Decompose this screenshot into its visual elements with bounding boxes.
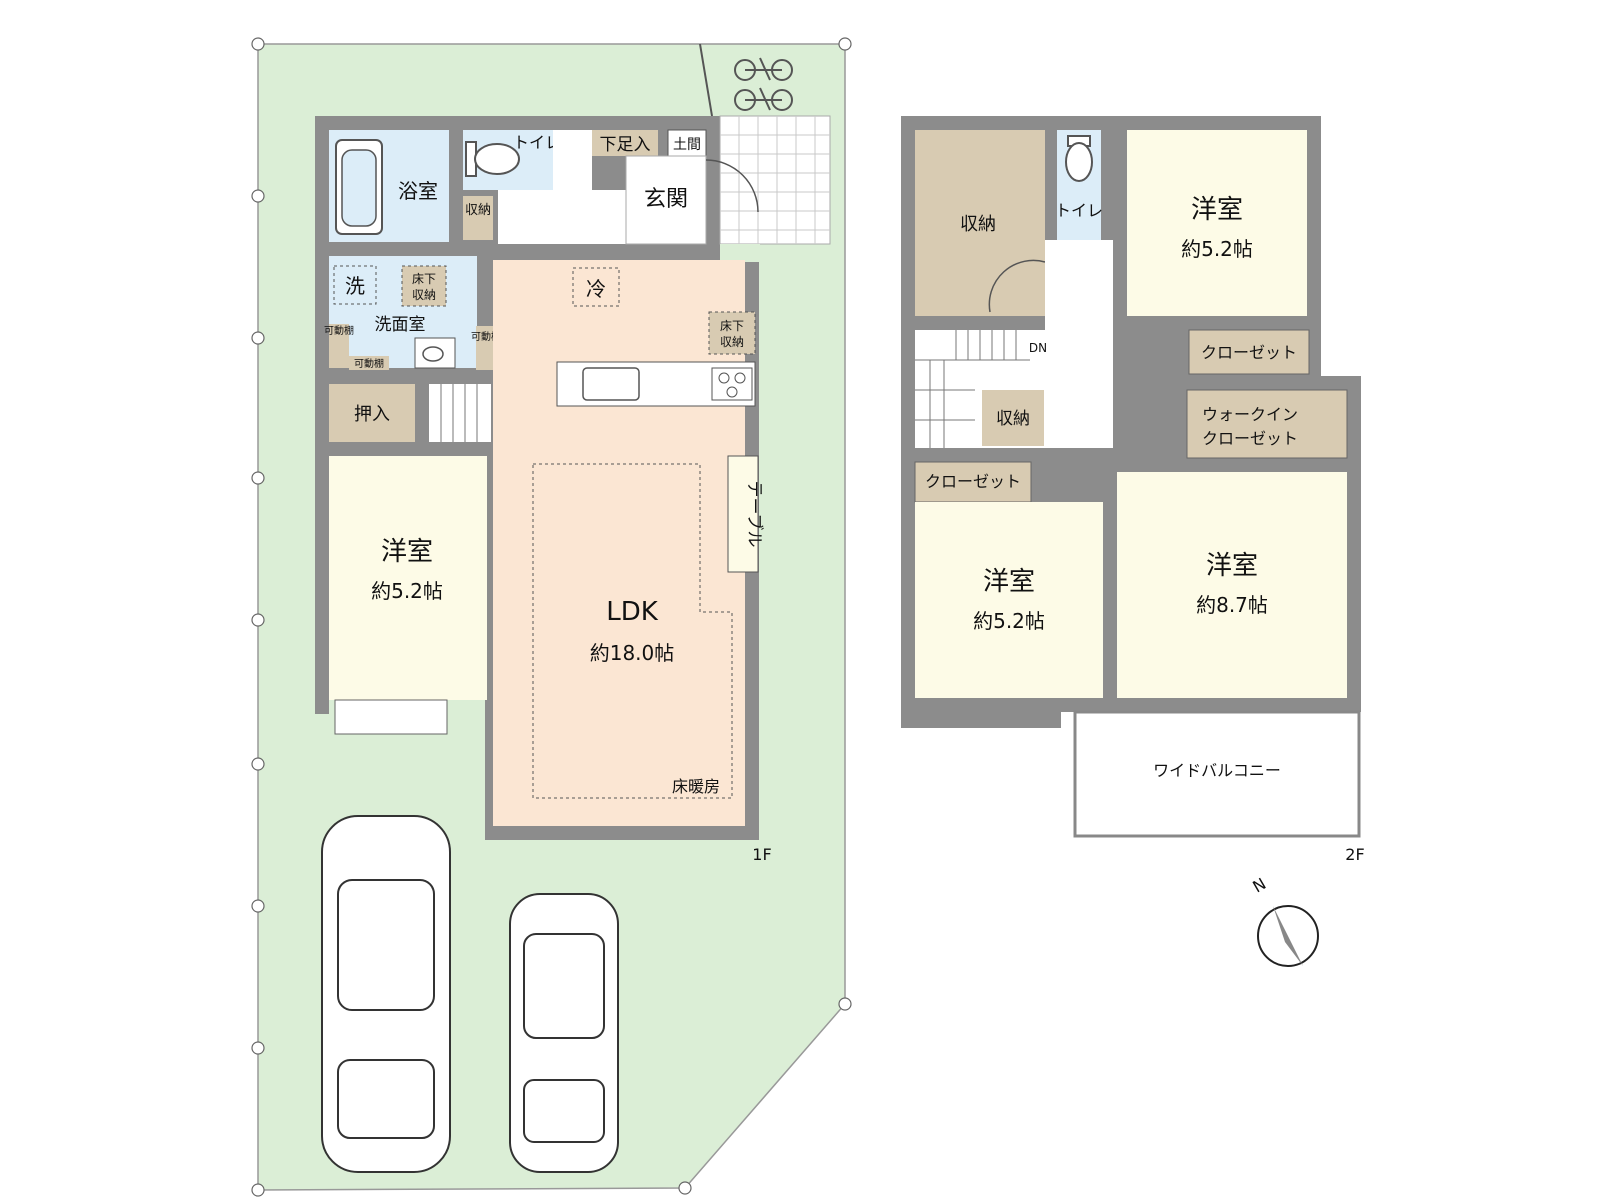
compass-icon: N xyxy=(1249,874,1319,967)
washer-label: 洗 xyxy=(345,274,365,298)
porch-tile xyxy=(719,115,831,245)
shoe-storage xyxy=(592,130,658,156)
underfloor-storage-2 xyxy=(708,311,756,355)
car-icon xyxy=(321,815,451,1173)
floor-heating-label: 床暖房 xyxy=(672,777,720,796)
stove-icon xyxy=(711,367,753,401)
wic-line1: ウォークイン xyxy=(1202,405,1298,424)
closet-sw xyxy=(914,461,1032,503)
entrance xyxy=(625,155,707,245)
room-sw-label: 洋室 xyxy=(983,567,1035,597)
closet-oshiire xyxy=(329,384,415,442)
western-room-1f xyxy=(329,456,487,700)
storage-big-2f-label: 収納 xyxy=(960,214,996,235)
kitchen-sink-icon xyxy=(582,367,640,401)
underfloor-2-line1: 床下 xyxy=(720,319,744,333)
stairs-1f xyxy=(429,384,491,442)
hall-1f xyxy=(498,190,626,244)
wic-line2: クローゼット xyxy=(1202,429,1298,448)
washroom-label: 洗面室 xyxy=(375,315,426,335)
storage-big-2f xyxy=(915,130,1045,316)
closet-sw-label: クローゼット xyxy=(925,472,1021,491)
western-room-1f-label: 洋室 xyxy=(381,537,433,567)
room-se-size: 約8.7帖 xyxy=(1196,593,1268,617)
room-ne-label: 洋室 xyxy=(1191,195,1243,225)
stairs-dn-label: DN xyxy=(1029,341,1047,355)
storage-1f xyxy=(463,196,493,240)
washer-spot xyxy=(333,265,377,305)
toilet-2f-label: トイレ xyxy=(1055,201,1103,220)
underfloor-1-line2: 収納 xyxy=(412,288,436,302)
sink-icon xyxy=(422,346,444,362)
movable-shelf-b xyxy=(349,356,389,370)
walk-in-closet xyxy=(1186,389,1348,459)
bicycle-icon xyxy=(699,43,793,117)
table-area xyxy=(727,455,759,573)
storage-1f-label: 収納 xyxy=(465,203,491,218)
underfloor-2-line2: 収納 xyxy=(720,335,744,349)
compass-north: N xyxy=(1249,874,1269,896)
room-se xyxy=(1117,472,1347,698)
room-sw-size: 約5.2帖 xyxy=(973,609,1045,633)
table-label: テーブル xyxy=(744,481,765,548)
ldk-room xyxy=(493,260,745,826)
toilet-label: トイレ xyxy=(513,133,561,152)
doma-label: 土間 xyxy=(673,137,701,153)
balcony-label: ワイドバルコニー xyxy=(1153,761,1281,780)
shelf-a-label: 可動棚 xyxy=(324,324,354,337)
entrance-door-icon xyxy=(705,159,759,213)
closet-label: 押入 xyxy=(354,404,390,425)
room-ne xyxy=(1127,130,1307,316)
movable-shelf-c xyxy=(476,326,496,370)
floor1-label: 1F xyxy=(752,845,771,864)
room-se-label: 洋室 xyxy=(1206,551,1258,581)
room-sw xyxy=(915,502,1103,698)
toilet-icon xyxy=(465,141,520,177)
ldk-size: 約18.0帖 xyxy=(590,641,675,665)
shelf-b-label: 可動棚 xyxy=(354,357,384,370)
movable-shelf-a xyxy=(329,324,349,368)
site-boundary-markers xyxy=(251,37,852,1197)
floor-heating-area xyxy=(532,463,733,799)
bath-label: 浴室 xyxy=(398,179,438,203)
entrance-label: 玄関 xyxy=(644,187,688,212)
floor2-label: 2F xyxy=(1345,845,1364,864)
room-ne-size: 約5.2帖 xyxy=(1181,237,1253,261)
stairs-2f xyxy=(915,330,1030,448)
car-icon xyxy=(509,893,619,1173)
bay-window xyxy=(334,699,448,735)
underfloor-storage-1 xyxy=(401,265,447,307)
storage-small-2f-label: 収納 xyxy=(996,409,1030,429)
wide-balcony xyxy=(1073,710,1361,838)
doma xyxy=(667,129,707,157)
underfloor-1-line1: 床下 xyxy=(412,272,436,286)
toilet-icon xyxy=(1065,135,1093,182)
fridge-label: 冷 xyxy=(586,277,606,301)
storage-small-2f xyxy=(982,390,1044,446)
western-room-1f-size: 約5.2帖 xyxy=(371,579,443,603)
closet-ne xyxy=(1188,329,1310,375)
closet-ne-label: クローゼット xyxy=(1201,343,1297,362)
ldk-label: LDK xyxy=(606,597,659,627)
shoe-storage-label: 下足入 xyxy=(600,135,651,155)
